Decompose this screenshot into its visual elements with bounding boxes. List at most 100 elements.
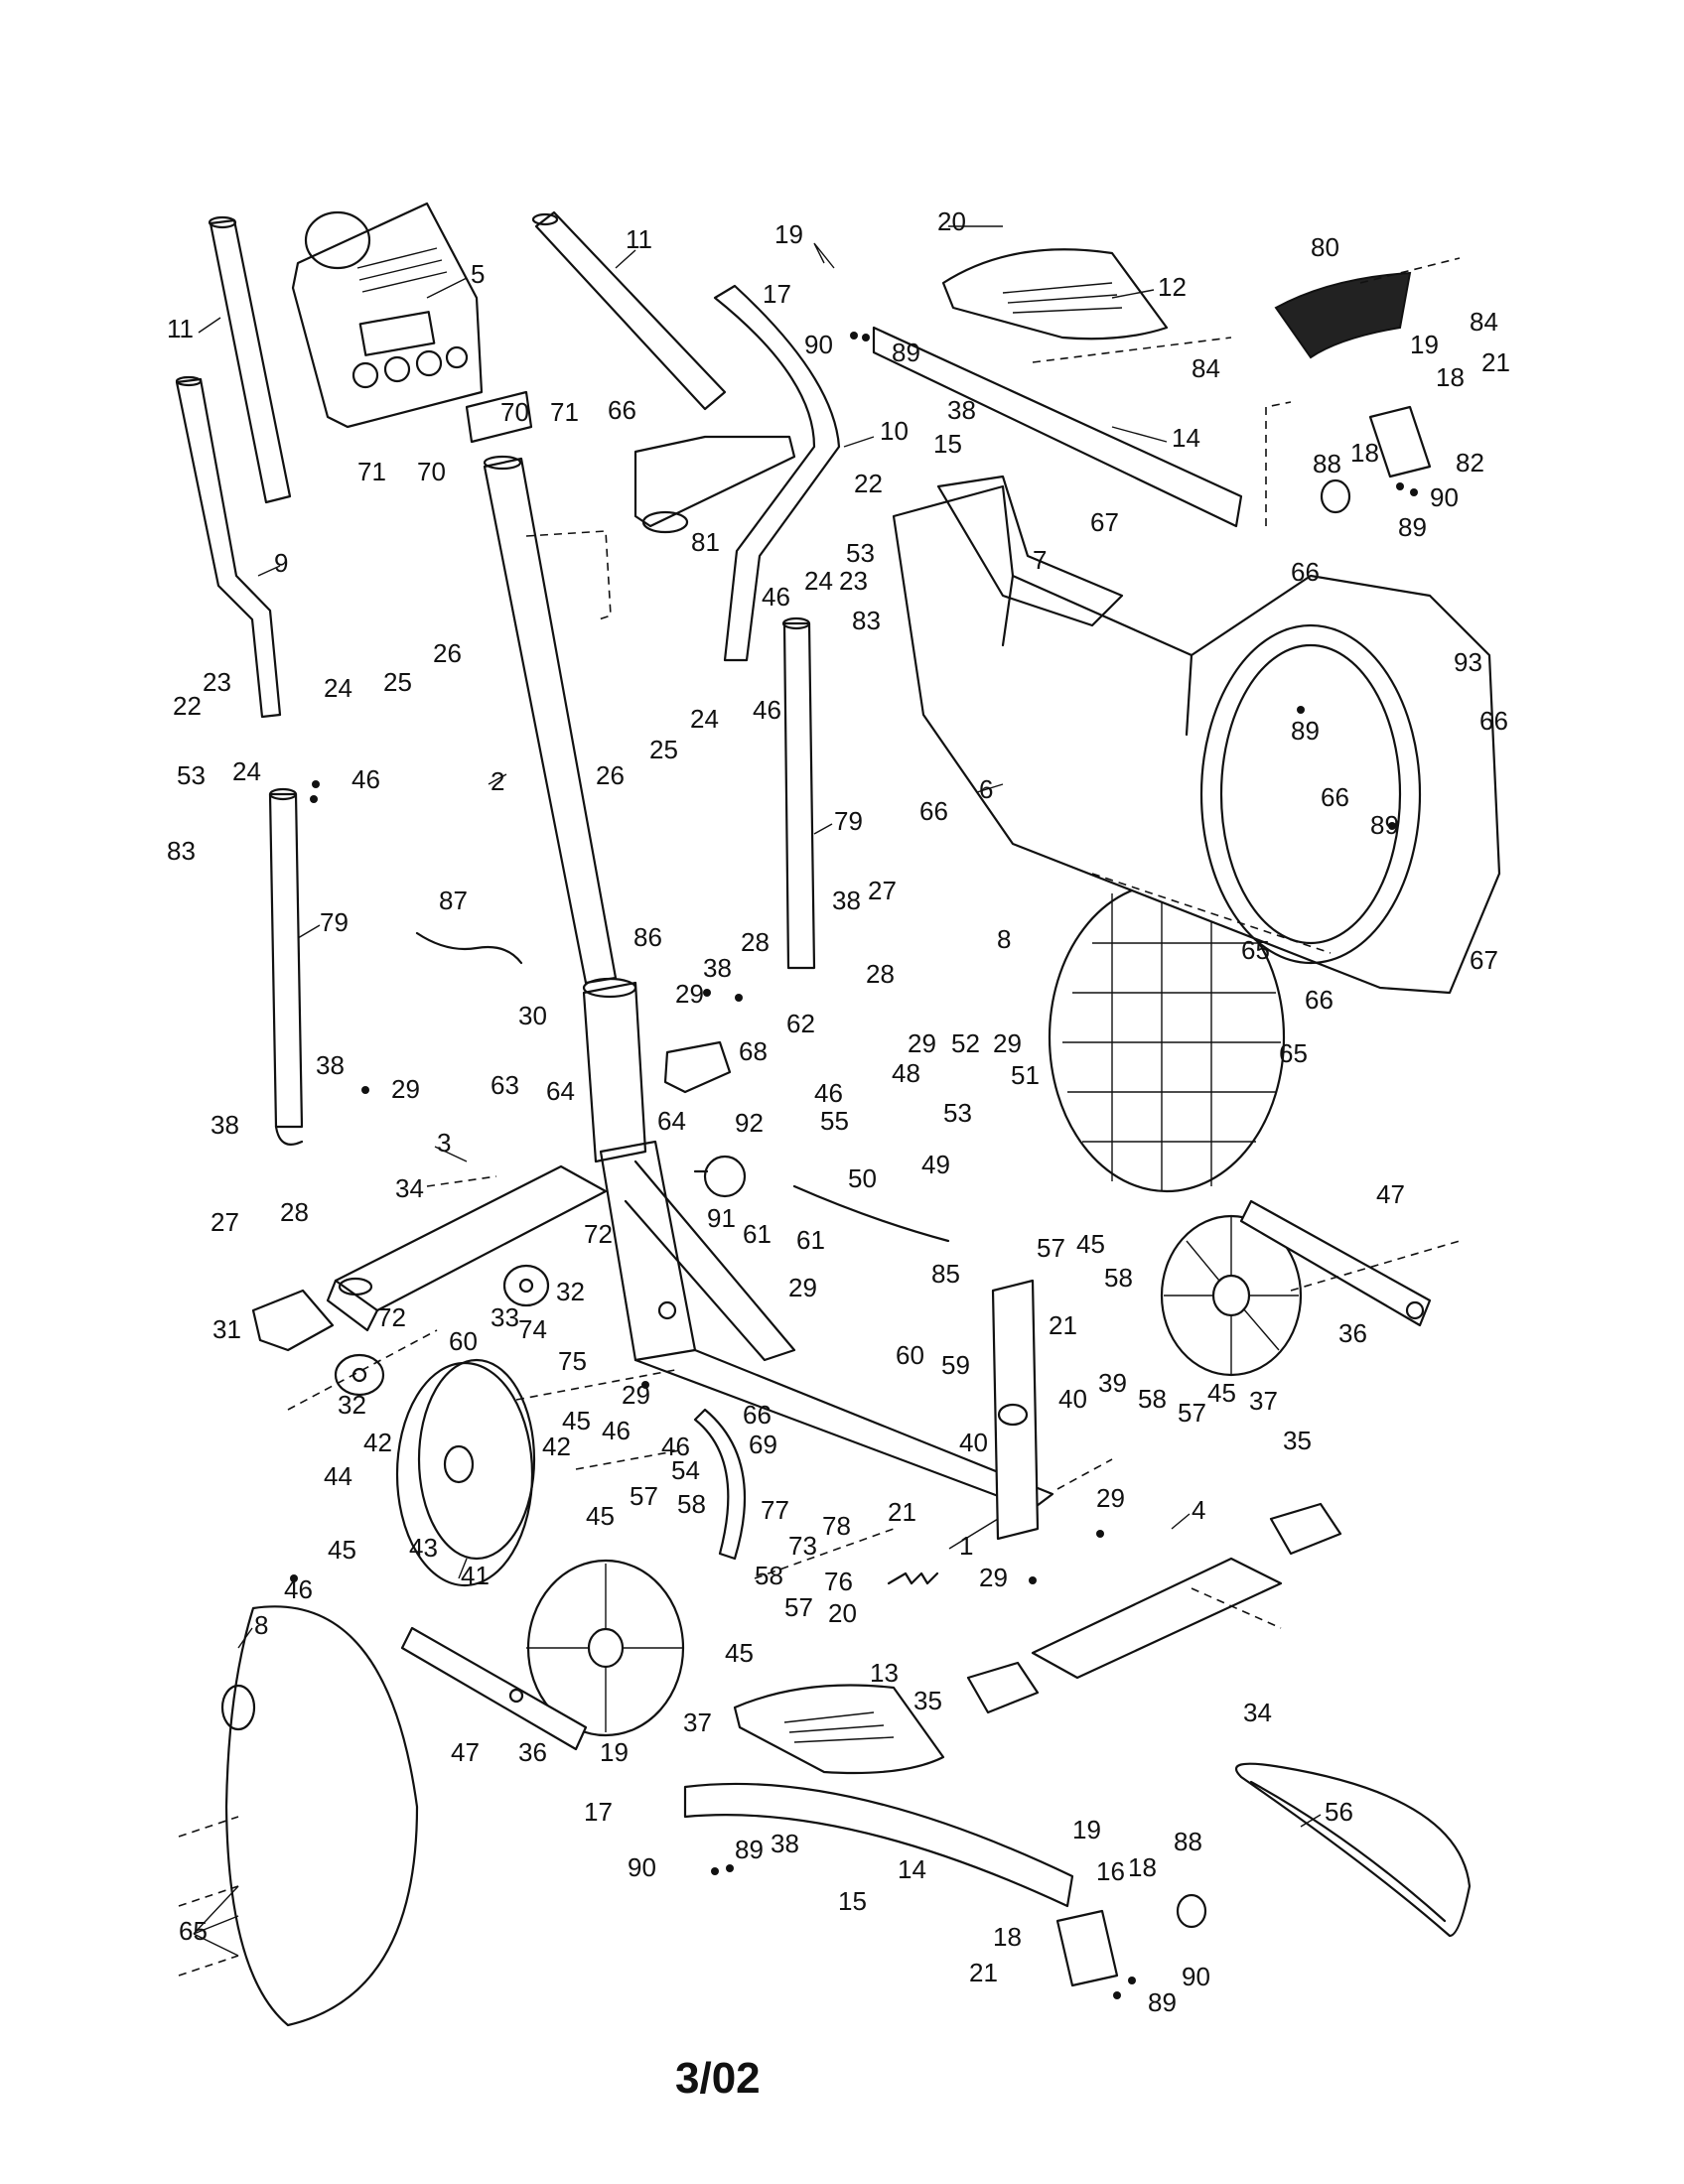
label-55: 55 [820, 1106, 849, 1136]
lower-arm-right [781, 616, 816, 970]
label-38-top: 38 [947, 395, 976, 425]
label-76: 76 [824, 1567, 853, 1596]
label-89-top: 89 [892, 338, 920, 367]
endcap-35-a [1269, 1502, 1342, 1556]
label-30: 30 [518, 1001, 547, 1030]
label-35-right: 35 [1283, 1426, 1312, 1455]
label-11-left: 11 [167, 314, 194, 343]
label-29-rear-b: 29 [979, 1563, 1008, 1592]
bushing-88-right [1320, 478, 1351, 514]
label-29-rear: 29 [1096, 1483, 1125, 1513]
leader-lines [193, 225, 1322, 1957]
label-90-low-left: 90 [628, 1852, 656, 1882]
label-58-rear: 58 [1138, 1384, 1167, 1414]
label-38-low: 38 [771, 1829, 799, 1858]
label-64-a: 64 [546, 1076, 575, 1106]
label-41: 41 [461, 1561, 490, 1590]
label-25-top: 25 [383, 667, 412, 697]
label-89-shroud-a: 89 [1291, 716, 1320, 746]
label-72-a: 72 [584, 1219, 613, 1249]
label-90-low-right: 90 [1182, 1962, 1210, 1991]
label-17-top: 17 [763, 279, 791, 309]
label-71-a: 71 [550, 397, 579, 427]
label-26-mid: 26 [596, 760, 625, 790]
drive-belt [1234, 1762, 1472, 1938]
label-53-top: 53 [846, 538, 875, 568]
label-21-low-b: 21 [969, 1958, 998, 1987]
label-19-low-right: 19 [1072, 1815, 1101, 1844]
label-47-left: 47 [451, 1737, 480, 1767]
pedal-arm-right [872, 326, 1243, 528]
label-66-right: 66 [1479, 706, 1508, 736]
crank-arm-front [400, 1626, 588, 1751]
label-83-left: 83 [167, 836, 196, 866]
upright [465, 390, 618, 985]
label-24-left-top: 24 [324, 673, 352, 703]
upright-sleeve [582, 977, 647, 1163]
label-46-top: 46 [762, 582, 790, 612]
label-66-shroud: 66 [1321, 782, 1349, 812]
label-35-low: 35 [913, 1686, 942, 1715]
label-88-right: 88 [1313, 449, 1341, 478]
bushing-68 [663, 1040, 732, 1094]
label-75: 75 [558, 1346, 587, 1376]
label-44: 44 [324, 1461, 352, 1491]
bushing-88-left [1176, 1893, 1207, 1929]
pedal-arm-left [683, 1782, 1074, 1908]
label-33: 33 [491, 1302, 519, 1332]
label-40-b: 40 [959, 1428, 988, 1457]
assembly-guides [178, 257, 1461, 1977]
label-79-right: 79 [834, 806, 863, 836]
label-21-low: 21 [888, 1497, 916, 1527]
label-68: 68 [739, 1036, 768, 1066]
label-28-right: 28 [866, 959, 895, 989]
label-46-mid: 46 [753, 695, 781, 725]
frame-main [599, 1140, 1054, 1511]
label-13: 13 [870, 1658, 899, 1688]
spring [887, 1571, 939, 1585]
label-45-pulley: 45 [725, 1638, 754, 1668]
label-19-right: 19 [1410, 330, 1439, 359]
label-66-left: 66 [919, 796, 948, 826]
upper-arm-left [175, 375, 282, 719]
label-24-top: 24 [804, 566, 833, 596]
label-37-rear: 37 [1249, 1386, 1278, 1416]
label-93: 93 [1454, 647, 1482, 677]
label-57-low: 57 [784, 1592, 813, 1622]
label-43: 43 [409, 1533, 438, 1563]
label-15-top: 15 [933, 429, 962, 459]
label-86: 86 [633, 922, 662, 952]
label-45-mid: 45 [562, 1406, 591, 1435]
label-54: 54 [671, 1455, 700, 1485]
label-57-mid: 57 [630, 1481, 658, 1511]
label-53-left: 53 [177, 760, 206, 790]
label-34-top: 34 [395, 1173, 424, 1203]
label-45-low: 45 [328, 1535, 356, 1565]
label-59: 59 [941, 1350, 970, 1380]
label-89-right: 89 [1398, 512, 1427, 542]
label-48: 48 [892, 1058, 920, 1088]
label-37-front: 37 [683, 1707, 712, 1737]
wire-harness [415, 931, 523, 965]
label-19-low: 19 [600, 1737, 629, 1767]
label-92: 92 [735, 1108, 764, 1138]
label-83-top: 83 [852, 606, 881, 635]
endcap-31 [251, 1289, 335, 1352]
label-22-left: 22 [173, 691, 202, 721]
label-74: 74 [518, 1314, 547, 1344]
label-65-low: 65 [179, 1916, 208, 1946]
label-82: 82 [1456, 448, 1484, 478]
label-87: 87 [439, 886, 468, 915]
label-27-top: 27 [868, 876, 897, 905]
label-5: 5 [471, 259, 485, 289]
label-21-mid: 21 [1049, 1310, 1077, 1340]
shroud [892, 484, 1501, 995]
label-45-brake: 45 [586, 1501, 615, 1531]
callouts: 20 19 11 80 5 17 12 84 11 90 89 19 84 18… [167, 206, 1510, 2103]
console [291, 202, 484, 429]
rear-stabilizer [1031, 1557, 1283, 1680]
label-20-low: 20 [828, 1598, 857, 1628]
label-28-left: 28 [280, 1197, 309, 1227]
